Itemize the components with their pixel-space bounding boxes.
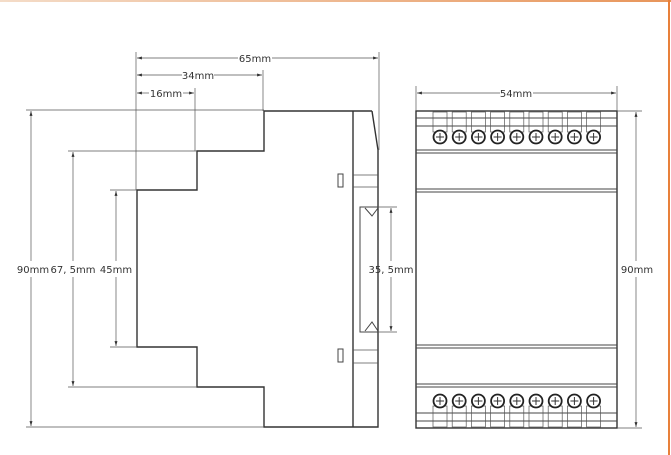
terminal-screw-icon bbox=[528, 393, 544, 428]
din-rail-clip bbox=[359, 206, 379, 333]
terminal-screw-icon bbox=[451, 111, 467, 145]
terminal-screw-icon bbox=[432, 111, 448, 145]
terminal-screw-icon bbox=[490, 111, 506, 145]
terminal-screw-icon bbox=[567, 111, 582, 145]
dim-width-34: 34mm bbox=[182, 71, 214, 82]
top-accent-border bbox=[0, 0, 671, 2]
terminal-row-bottom bbox=[432, 393, 601, 428]
dim-height-67-5: 67, 5mm bbox=[51, 265, 96, 276]
dim-width-65: 65mm bbox=[239, 54, 271, 65]
dim-height-90-front: 90mm bbox=[621, 265, 653, 276]
terminal-row-top bbox=[432, 111, 601, 145]
dim-width-16: 16mm bbox=[150, 89, 182, 100]
terminal-screw-icon bbox=[528, 111, 544, 145]
dim-height-45: 45mm bbox=[100, 265, 132, 276]
terminal-screw-icon bbox=[432, 393, 448, 428]
terminal-screw-icon bbox=[451, 393, 467, 428]
dim-rail-35-5: 35, 5mm bbox=[369, 265, 414, 276]
front-outline bbox=[415, 110, 618, 429]
dim-width-54: 54mm bbox=[500, 89, 532, 100]
terminal-screw-icon bbox=[567, 393, 582, 428]
dim-height-90-side: 90mm bbox=[17, 265, 49, 276]
side-profile-outline bbox=[136, 110, 379, 428]
terminal-screw-icon bbox=[470, 393, 486, 428]
terminal-screw-icon bbox=[509, 111, 525, 145]
terminal-screw-icon bbox=[547, 111, 563, 145]
side-latch-bottom bbox=[337, 348, 344, 363]
side-latch-top bbox=[337, 173, 344, 188]
terminal-screw-icon bbox=[547, 393, 563, 428]
side-view: 65mm 34mm 16mm 90mm 67, 5mm 45mm 35, 5mm bbox=[17, 52, 414, 428]
terminal-screw-icon bbox=[490, 393, 506, 428]
terminal-screw-icon bbox=[586, 393, 601, 428]
terminal-screw-icon bbox=[470, 111, 486, 145]
right-accent-border bbox=[668, 0, 670, 455]
front-view: 54mm 90mm bbox=[415, 86, 653, 429]
terminal-screw-icon bbox=[509, 393, 525, 428]
terminal-screw-icon bbox=[586, 111, 601, 145]
